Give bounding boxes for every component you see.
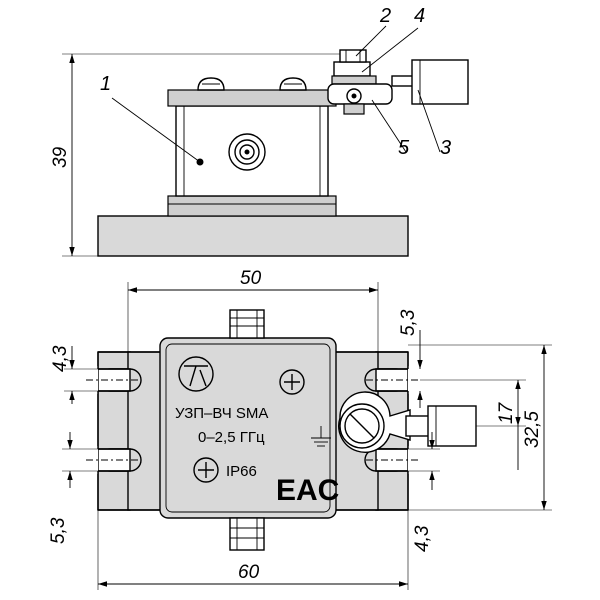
screw-icon — [279, 369, 305, 395]
ground-terminal-top — [339, 49, 367, 63]
dimension-height: 39 — [50, 146, 71, 168]
callout-1: 1 — [100, 73, 111, 95]
side-body — [175, 105, 329, 197]
callout-leader-1 — [111, 97, 201, 163]
protection-label: IP66 — [226, 463, 257, 480]
ground-cable-neck — [391, 75, 415, 87]
callout-leader-4 — [361, 27, 419, 73]
side-lower-flange — [167, 195, 337, 217]
dimension-body-width: 50 — [240, 268, 262, 289]
sma-connector-front — [228, 133, 266, 171]
dimension-mount-span: 32,5 — [522, 411, 543, 448]
eac-mark: EAC — [276, 474, 339, 507]
callout-4: 4 — [414, 5, 425, 27]
device-model-label: УЗП–ВЧ SMA — [175, 405, 268, 422]
ground-cable-end — [427, 405, 477, 447]
callout-3: 3 — [440, 137, 451, 159]
sma-connector-bottom — [229, 517, 265, 551]
dimension-slot-pitch-left: 5,3 — [48, 517, 69, 544]
ground-cable-end — [411, 59, 469, 105]
callout-2: 2 — [379, 5, 391, 27]
dimension-overall-width: 60 — [238, 562, 260, 583]
dimension-slot-pitch-right: 5,3 — [398, 309, 419, 336]
dimension-slot-width-right: 4,3 — [412, 525, 433, 552]
callout-leader-3 — [417, 89, 441, 153]
sma-connector-top — [229, 309, 265, 339]
side-base-plate — [97, 215, 409, 257]
company-logo-icon — [178, 356, 214, 392]
callout-5: 5 — [398, 137, 410, 159]
screw-icon — [193, 457, 219, 483]
ground-terminal-washer — [331, 75, 377, 85]
callout-leader-5 — [371, 99, 407, 153]
dimension-connector-offset: 17 — [496, 401, 517, 424]
side-view: 1 2 4 5 3 39 — [50, 5, 469, 257]
ground-terminal-top-view — [338, 391, 477, 453]
side-top-flange — [167, 89, 337, 107]
ground-terminal-nut — [343, 103, 365, 115]
callout-leader-2 — [355, 25, 387, 57]
frequency-label: 0–2,5 ГГц — [198, 429, 265, 446]
top-view: УЗП–ВЧ SMA 0–2,5 ГГц IP66 EAC 50 60 4,3 — [48, 268, 552, 590]
ground-symbol-icon — [311, 426, 331, 447]
dimension-slot-width-left: 4,3 — [50, 345, 71, 372]
ground-terminal-cap — [333, 61, 371, 77]
